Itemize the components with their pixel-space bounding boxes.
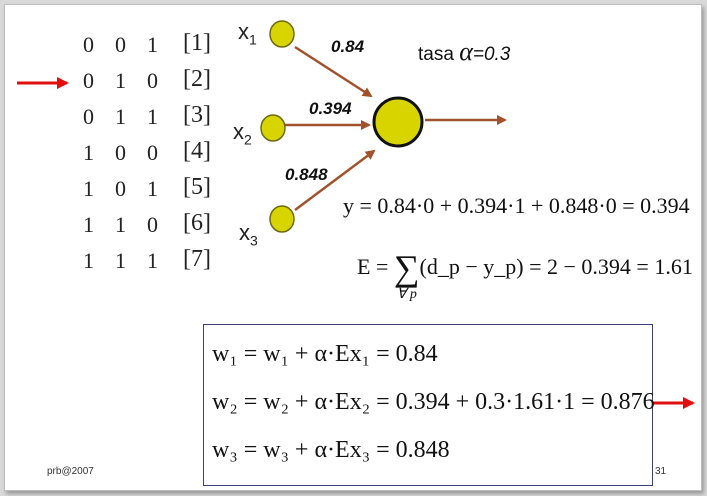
- table-cell: 0: [115, 140, 126, 165]
- row-index: [6]: [183, 210, 211, 236]
- edge-x3-arrow: [294, 149, 376, 212]
- table-cell: 1: [147, 176, 158, 201]
- table-cell: 1: [115, 212, 126, 237]
- table-cell: 0: [147, 68, 158, 93]
- table-cell: 1: [83, 248, 94, 273]
- table-cell: 0: [83, 104, 94, 129]
- row-index: [3]: [183, 102, 211, 128]
- learning-rate: tasa α=0.3: [418, 37, 511, 66]
- page-number: 31: [655, 466, 667, 477]
- table-cell: 1: [83, 212, 94, 237]
- edge-x1-arrow: [294, 45, 373, 98]
- table-cell: 0: [115, 176, 126, 201]
- label-x3: x3: [239, 220, 258, 249]
- table-cell: 0: [115, 32, 126, 57]
- footer-author: prb@2007: [47, 466, 94, 477]
- table-cell: 1: [115, 248, 126, 273]
- row-index: [2]: [183, 66, 211, 92]
- network-diagram: [17, 20, 695, 409]
- table-cell: 1: [147, 248, 158, 273]
- weight-1: 0.84: [331, 37, 365, 56]
- table-cell: 1: [83, 140, 94, 165]
- table-cell: 0: [83, 68, 94, 93]
- row-index: [4]: [183, 138, 211, 164]
- row-index: [1]: [183, 30, 211, 56]
- table-cell: 0: [147, 140, 158, 165]
- table-cell: 1: [147, 104, 158, 129]
- weight-2: 0.394: [309, 99, 352, 118]
- input-node-x3: [269, 205, 295, 233]
- table-cell: 1: [147, 32, 158, 57]
- table-cell: 1: [115, 104, 126, 129]
- input-node-x2: [260, 114, 286, 142]
- sum-symbol: ∑∀ p: [393, 248, 420, 302]
- w2-update: w₂ = w₂ + α·Ex₂ = 0.394 + 0.3·1.61·1 = 0…: [212, 389, 655, 415]
- input-node-x1: [269, 20, 295, 48]
- error-equation: E = ∑∀ p(d_p − y_p) = 2 − 0.394 = 1.61: [357, 248, 693, 302]
- table-cell: 0: [83, 32, 94, 57]
- table-cell: 1: [115, 68, 126, 93]
- table-cell: 1: [83, 176, 94, 201]
- label-x1: x1: [238, 19, 257, 48]
- weight-3: 0.848: [285, 165, 328, 184]
- table-cell: 0: [147, 212, 158, 237]
- weight-update-box: w₁ = w₁ + α·Ex₁ = 0.84 w₂ = w₂ + α·Ex₂ =…: [203, 324, 655, 486]
- output-neuron: [372, 96, 424, 148]
- w3-update: w₃ = w₃ + α·Ex₃ = 0.848: [212, 437, 450, 463]
- label-x2: x2: [233, 119, 252, 148]
- row-index: [5]: [183, 174, 211, 200]
- row-index: [7]: [183, 246, 211, 272]
- output-equation: y = 0.84·0 + 0.394·1 + 0.848·0 = 0.394: [343, 193, 690, 218]
- w1-update: w₁ = w₁ + α·Ex₁ = 0.84: [212, 341, 438, 367]
